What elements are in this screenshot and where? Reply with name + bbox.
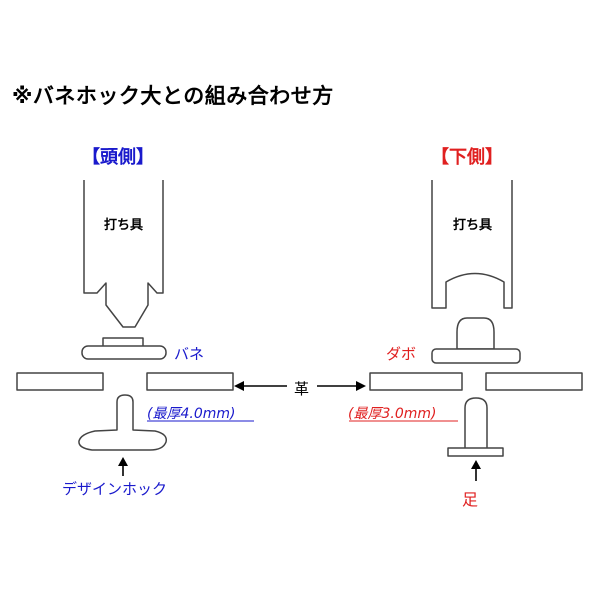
- bottom-side-label: 【下側】: [431, 147, 503, 168]
- leather-right-a: [369, 372, 463, 391]
- dabo-label: ダボ: [386, 345, 417, 363]
- head-thickness-label: (最厚4.0mm): [147, 406, 236, 422]
- head-tool-label: 打ち具: [104, 218, 144, 233]
- right-tool-shape: [431, 180, 513, 309]
- diagram-title: ※バネホック大との組み合わせ方: [12, 84, 334, 108]
- leather-right-b: [485, 372, 583, 391]
- bottom-thickness-label: (最厚3.0mm): [348, 406, 437, 422]
- foot-stem: [464, 397, 488, 448]
- design-hook-label: デザインホック: [62, 480, 168, 498]
- foot-base: [447, 447, 504, 457]
- left-tool-shape: [83, 180, 164, 328]
- spring-label: バネ: [174, 345, 205, 363]
- leather-left-b: [146, 372, 234, 391]
- dabo-top: [456, 317, 495, 350]
- design-hook-shape: [78, 394, 168, 451]
- dabo-base: [431, 348, 521, 364]
- bottom-tool-label: 打ち具: [453, 218, 493, 233]
- leather-left-a: [16, 372, 104, 391]
- foot-label: 足: [462, 490, 479, 509]
- leather-label: 革: [294, 380, 310, 398]
- spring-body: [81, 345, 167, 360]
- head-side-label: 【頭側】: [82, 147, 154, 168]
